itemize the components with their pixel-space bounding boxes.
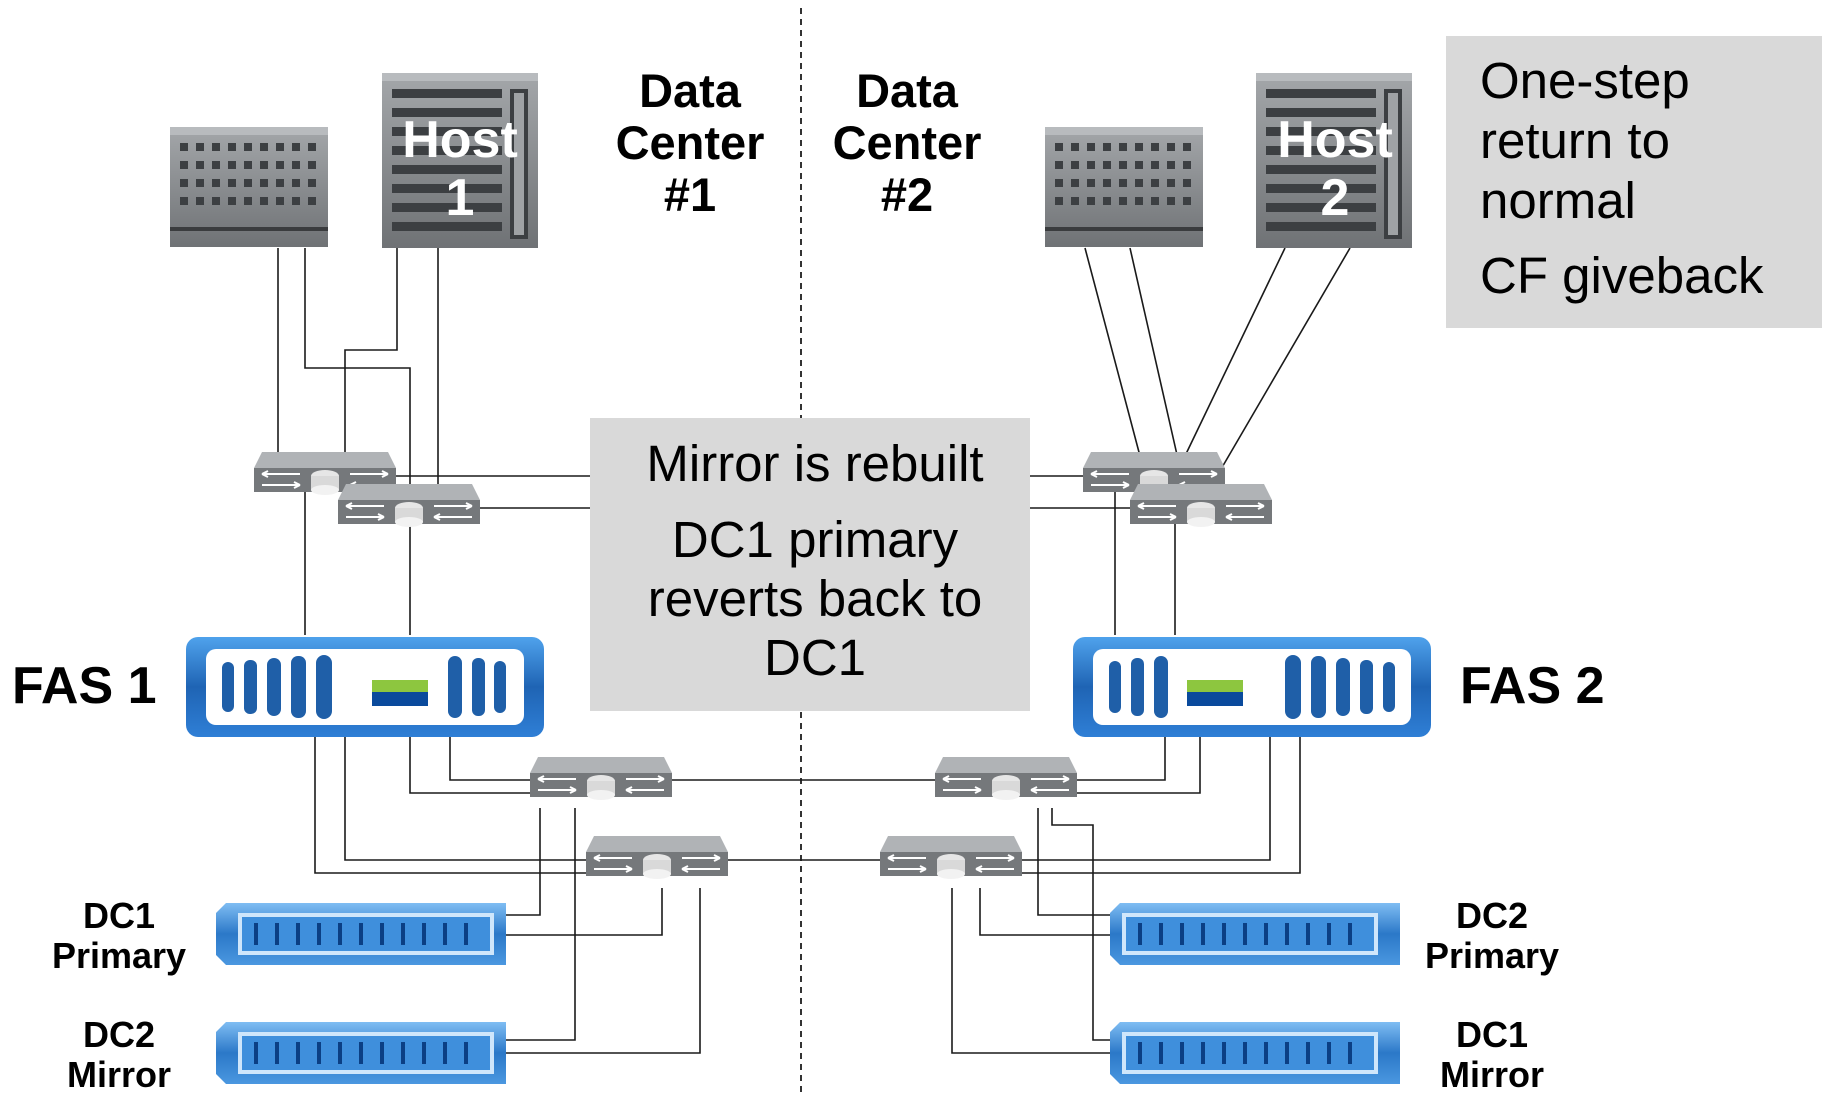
switches (254, 452, 1272, 879)
giveback-callout-line4: CF giveback (1480, 247, 1764, 304)
host-2-label-line1: Host (1277, 111, 1393, 169)
datacenter-2-title-line2: Center (833, 116, 982, 169)
giveback-callout-line3: normal (1480, 172, 1636, 229)
disk-shelves (216, 903, 1400, 1084)
mirror-rebuilt-callout: Mirror is rebuilt DC1 primary reverts ba… (590, 418, 1030, 711)
datacenter-1-title-line1: Data (639, 64, 742, 117)
datacenter-1-title-line2: Center (616, 116, 765, 169)
giveback-callout: One-step return to normal CF giveback (1446, 36, 1822, 328)
mirror-callout-line1: Mirror is rebuilt (646, 435, 983, 492)
fas-1-controller-icon (186, 637, 544, 737)
switch-icon (1130, 484, 1272, 527)
switch-icon (530, 757, 672, 800)
fas-2-label: FAS 2 (1460, 657, 1605, 715)
shelf-left-2-label-line2: Mirror (67, 1054, 171, 1095)
switch-icon (254, 452, 396, 495)
datacenter-1-title-line3: #1 (664, 168, 716, 221)
mirror-callout-line4: DC1 (764, 629, 866, 686)
host-1-label-line1: Host (402, 111, 518, 169)
host-2-label-line2: 2 (1321, 169, 1350, 227)
switch-icon (880, 836, 1022, 879)
shelf-left-1-label-line1: DC1 (83, 895, 155, 936)
shelf-right-2-label-line1: DC1 (1456, 1014, 1528, 1055)
fas-2-controller-icon (1073, 637, 1431, 737)
switch-icon (1083, 452, 1225, 495)
fas-1-label: FAS 1 (12, 657, 157, 715)
shelf-right-1-label-line1: DC2 (1456, 895, 1528, 936)
giveback-callout-line2: return to (1480, 112, 1670, 169)
mirror-callout-line2: DC1 primary (672, 511, 959, 568)
shelf-dc1-primary-icon (216, 903, 506, 965)
switch-icon (935, 757, 1077, 800)
mirror-callout-line3: reverts back to (648, 570, 982, 627)
shelf-left-2-label-line1: DC2 (83, 1014, 155, 1055)
blade-server-icon (1045, 127, 1203, 247)
host-1-label-line2: 1 (446, 169, 475, 227)
datacenter-2-title-line1: Data (856, 64, 959, 117)
shelf-dc1-mirror-icon (1110, 1022, 1400, 1084)
datacenter-2-title-line3: #2 (881, 168, 933, 221)
datacenter-2-title: Data Center #2 (833, 64, 982, 221)
shelf-left-1-label-line2: Primary (52, 935, 186, 976)
switch-icon (338, 484, 480, 527)
host-2-server-icon (1256, 73, 1412, 248)
shelf-right-1-label-line2: Primary (1425, 935, 1559, 976)
giveback-callout-line1: One-step (1480, 52, 1690, 109)
shelf-right-2-label-line2: Mirror (1440, 1054, 1544, 1095)
datacenter-1-title: Data Center #1 (616, 64, 765, 221)
shelf-dc2-mirror-icon (216, 1022, 506, 1084)
host-1-server-icon (382, 73, 538, 248)
switch-icon (586, 836, 728, 879)
shelf-dc2-primary-icon (1110, 903, 1400, 965)
blade-server-icon (170, 127, 328, 247)
cabling (277, 247, 1351, 1054)
